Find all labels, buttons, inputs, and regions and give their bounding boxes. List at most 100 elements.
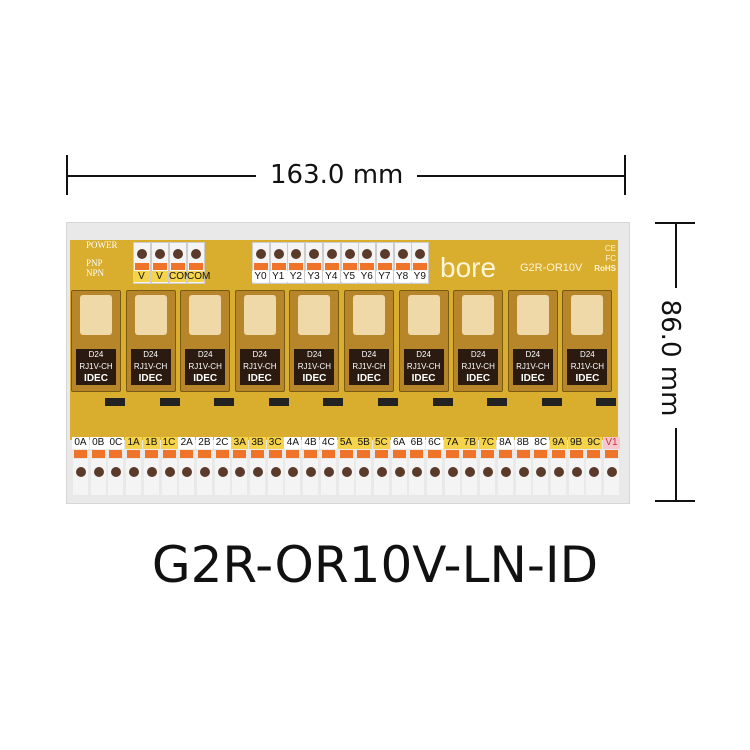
terminal-label: 7B	[461, 437, 479, 449]
output-terminal[interactable]: 5B	[355, 437, 373, 497]
rohs-mark: RoHS	[594, 264, 616, 273]
output-terminal[interactable]: 8A	[496, 437, 514, 497]
release-lever[interactable]	[360, 263, 375, 270]
release-lever[interactable]	[321, 450, 335, 458]
output-terminal[interactable]: 9B	[567, 437, 585, 497]
release-lever[interactable]	[289, 263, 304, 270]
release-lever[interactable]	[180, 450, 194, 458]
release-lever[interactable]	[251, 450, 264, 458]
release-lever[interactable]	[357, 450, 371, 458]
output-terminal[interactable]: 8C	[532, 437, 550, 497]
release-lever[interactable]	[268, 450, 282, 458]
release-lever[interactable]	[410, 450, 424, 458]
release-lever[interactable]	[127, 450, 141, 458]
release-lever[interactable]	[339, 450, 353, 458]
output-terminal[interactable]: 1C	[160, 437, 178, 497]
output-terminal[interactable]: 4C	[319, 437, 337, 497]
relay-rating: D24	[143, 350, 158, 359]
release-lever[interactable]	[197, 450, 211, 458]
release-lever[interactable]	[286, 450, 300, 458]
release-lever[interactable]	[534, 450, 548, 458]
release-lever[interactable]	[307, 263, 322, 270]
output-terminal[interactable]: 7A	[443, 437, 461, 497]
release-lever[interactable]	[304, 450, 318, 458]
wire-hole	[217, 467, 228, 477]
output-terminal[interactable]: 5C	[372, 437, 390, 497]
output-terminal[interactable]: 4B	[302, 437, 320, 497]
output-terminal[interactable]: V1	[603, 437, 620, 497]
release-lever[interactable]	[271, 263, 286, 270]
release-lever[interactable]	[481, 450, 495, 458]
output-terminal[interactable]: 2B	[195, 437, 213, 497]
release-lever[interactable]	[254, 263, 268, 270]
wire-hole	[571, 467, 582, 477]
release-lever[interactable]	[516, 450, 530, 458]
output-terminal[interactable]: 6C	[426, 437, 443, 497]
output-terminal[interactable]: 6A	[390, 437, 408, 497]
release-lever[interactable]	[91, 450, 105, 458]
release-lever[interactable]	[189, 263, 203, 270]
output-terminal[interactable]: 1B	[142, 437, 160, 497]
output-terminal[interactable]: 0C	[107, 437, 125, 497]
release-lever[interactable]	[324, 263, 339, 270]
release-lever[interactable]	[395, 263, 410, 270]
wire-hole	[93, 467, 104, 477]
release-lever[interactable]	[587, 450, 601, 458]
release-lever[interactable]	[342, 263, 357, 270]
release-lever[interactable]	[569, 450, 583, 458]
output-terminal[interactable]: 0B	[89, 437, 107, 497]
release-lever[interactable]	[233, 450, 247, 458]
diode	[432, 398, 453, 406]
output-terminal[interactable]: 7C	[479, 437, 497, 497]
release-lever[interactable]	[392, 450, 406, 458]
release-lever[interactable]	[374, 450, 388, 458]
release-lever[interactable]	[171, 263, 185, 270]
brand-logo: bore	[440, 252, 497, 283]
release-lever[interactable]	[551, 450, 565, 458]
output-terminal[interactable]: 1A	[125, 437, 143, 497]
output-terminal[interactable]: 9C	[585, 437, 603, 497]
wire-hole	[359, 467, 370, 477]
output-terminal[interactable]: 3A	[231, 437, 249, 497]
output-terminal[interactable]: 8B	[514, 437, 532, 497]
release-lever[interactable]	[215, 450, 229, 458]
output-terminal[interactable]: 3B	[249, 437, 266, 497]
relay-part: RJ1V-CH	[570, 362, 605, 371]
release-lever[interactable]	[135, 263, 149, 270]
release-lever[interactable]	[109, 450, 123, 458]
output-terminal[interactable]: 2C	[213, 437, 231, 497]
release-lever[interactable]	[605, 450, 618, 458]
relay-part: RJ1V-CH	[243, 362, 277, 371]
release-lever[interactable]	[377, 263, 392, 270]
relay-part: RJ1V-CH	[79, 362, 113, 371]
release-lever[interactable]	[428, 450, 441, 458]
output-terminal[interactable]: 2A	[178, 437, 196, 497]
release-lever[interactable]	[413, 263, 428, 270]
relay-rating: D24	[580, 350, 595, 359]
relay-rating: D24	[361, 350, 377, 359]
output-terminal[interactable]: 3C	[266, 437, 284, 497]
diode	[268, 398, 289, 406]
terminal-label: 8B	[514, 437, 532, 449]
release-lever[interactable]	[74, 450, 87, 458]
dim-height-label: 86.0 mm	[655, 288, 685, 428]
output-terminal[interactable]: 4A	[284, 437, 302, 497]
release-lever[interactable]	[153, 263, 167, 270]
release-lever[interactable]	[162, 450, 176, 458]
output-terminal[interactable]: 7B	[461, 437, 479, 497]
output-terminal[interactable]: 9A	[549, 437, 567, 497]
release-lever[interactable]	[498, 450, 512, 458]
release-lever[interactable]	[463, 450, 477, 458]
release-lever[interactable]	[445, 450, 459, 458]
output-terminal[interactable]: 5A	[337, 437, 355, 497]
output-terminal[interactable]: 0A	[72, 437, 89, 497]
wire-hole	[273, 249, 284, 259]
release-lever[interactable]	[144, 450, 158, 458]
output-terminal[interactable]: 6B	[408, 437, 426, 497]
wire-hole	[309, 249, 320, 259]
